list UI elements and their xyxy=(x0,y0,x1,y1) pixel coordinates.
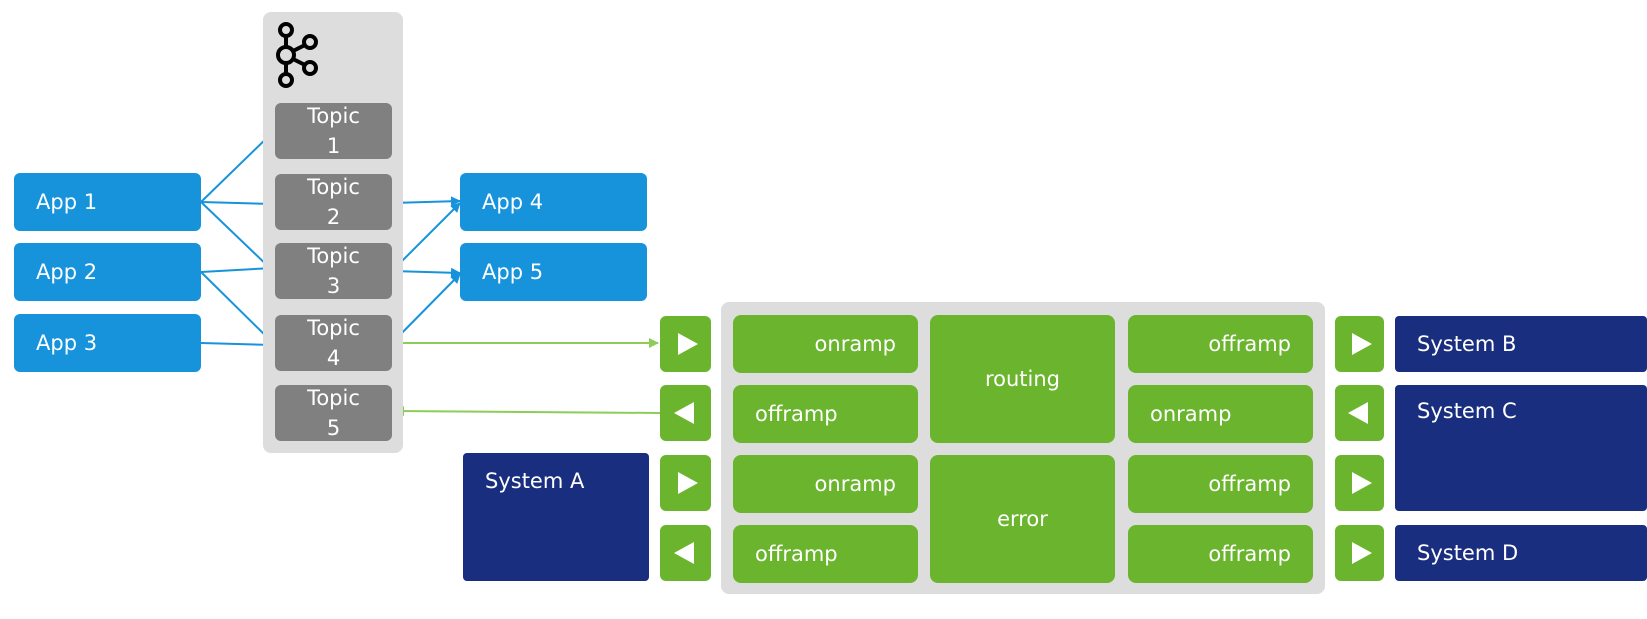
output-arrow-button[interactable] xyxy=(660,385,711,441)
input-arrow-button[interactable] xyxy=(660,455,711,511)
app-3-box[interactable]: App 3 xyxy=(14,314,201,372)
topic-label: Topic xyxy=(307,104,360,128)
topic-label: Topic xyxy=(307,386,360,410)
onramp-box[interactable]: onramp xyxy=(1128,385,1313,443)
topic-label: Topic xyxy=(307,244,360,268)
system-label: System D xyxy=(1417,541,1519,565)
topic-number: 2 xyxy=(326,205,341,229)
error-pipeline-box[interactable]: error xyxy=(930,455,1115,583)
edge-app1-topic2 xyxy=(200,198,274,209)
edge-app1-topic3 xyxy=(200,201,274,272)
topic-label: Topic xyxy=(307,316,360,340)
offramp-box[interactable]: offramp xyxy=(733,385,918,443)
system-label: System A xyxy=(485,469,585,493)
play-left-icon xyxy=(673,402,694,424)
topic-label: Topic xyxy=(307,175,360,199)
edge-app3-topic4 xyxy=(200,339,274,350)
play-right-icon xyxy=(1351,542,1372,564)
box-label: routing xyxy=(984,367,1061,391)
edge-topic3-app5 xyxy=(391,267,461,278)
system-c-box[interactable]: System C xyxy=(1395,385,1647,511)
input-arrow-button[interactable] xyxy=(1335,385,1384,441)
routing-pipeline-box[interactable]: routing xyxy=(930,315,1115,443)
app-4-box[interactable]: App 4 xyxy=(460,173,647,231)
topic-5[interactable]: Topic 5 xyxy=(275,385,392,441)
offramp-box[interactable]: offramp xyxy=(733,525,918,583)
offramp-box[interactable]: offramp xyxy=(1128,525,1313,583)
edge-app2-topic4 xyxy=(200,271,274,344)
edge-topic2-app4 xyxy=(391,196,461,207)
system-d-box[interactable]: System D xyxy=(1395,525,1647,581)
system-label: System B xyxy=(1417,332,1517,356)
input-arrow-button[interactable] xyxy=(660,316,711,372)
box-label: onramp xyxy=(814,472,896,496)
kafka-logo-icon xyxy=(276,22,318,88)
app-2-box[interactable]: App 2 xyxy=(14,243,201,301)
box-label: error xyxy=(997,507,1048,531)
app-label: App 5 xyxy=(482,260,544,284)
topic-1[interactable]: Topic 1 xyxy=(275,103,392,159)
play-right-icon xyxy=(1351,333,1372,355)
play-right-icon xyxy=(677,472,698,494)
offramp-box[interactable]: offramp xyxy=(1128,315,1313,373)
offramp-box[interactable]: offramp xyxy=(1128,455,1313,513)
box-label: offramp xyxy=(755,402,838,426)
system-label: System C xyxy=(1417,399,1517,423)
app-label: App 2 xyxy=(36,260,98,284)
edge-app2-topic3 xyxy=(200,263,274,274)
box-label: offramp xyxy=(755,542,838,566)
edge-topic4-app5 xyxy=(391,273,461,344)
topic-3[interactable]: Topic 3 xyxy=(275,243,392,299)
box-label: offramp xyxy=(1208,472,1291,496)
topic-number: 3 xyxy=(326,274,341,298)
box-label: onramp xyxy=(814,332,896,356)
edge-offramp-topic5 xyxy=(394,406,661,417)
system-a-box[interactable]: System A xyxy=(463,453,649,581)
play-right-icon xyxy=(677,333,698,355)
system-b-box[interactable]: System B xyxy=(1395,316,1647,372)
edge-topic3-app4 xyxy=(391,202,461,272)
app-label: App 3 xyxy=(36,331,98,355)
play-left-icon xyxy=(1347,402,1368,424)
output-arrow-button[interactable] xyxy=(1335,525,1384,581)
app-label: App 1 xyxy=(36,190,98,214)
onramp-box[interactable]: onramp xyxy=(733,315,918,373)
output-arrow-button[interactable] xyxy=(1335,455,1384,511)
edge-app1-topic1 xyxy=(200,131,274,203)
topic-2[interactable]: Topic 2 xyxy=(275,174,392,230)
onramp-box[interactable]: onramp xyxy=(733,455,918,513)
topic-number: 4 xyxy=(326,346,341,370)
play-right-icon xyxy=(1351,472,1372,494)
box-label: offramp xyxy=(1208,542,1291,566)
topic-4[interactable]: Topic 4 xyxy=(275,315,392,371)
play-left-icon xyxy=(673,542,694,564)
app-5-box[interactable]: App 5 xyxy=(460,243,647,301)
box-label: offramp xyxy=(1208,332,1291,356)
app-label: App 4 xyxy=(482,190,544,214)
output-arrow-button[interactable] xyxy=(660,525,711,581)
topic-number: 5 xyxy=(326,416,341,440)
topic-number: 1 xyxy=(326,134,341,158)
box-label: onramp xyxy=(1150,402,1232,426)
output-arrow-button[interactable] xyxy=(1335,316,1384,372)
app-1-box[interactable]: App 1 xyxy=(14,173,201,231)
